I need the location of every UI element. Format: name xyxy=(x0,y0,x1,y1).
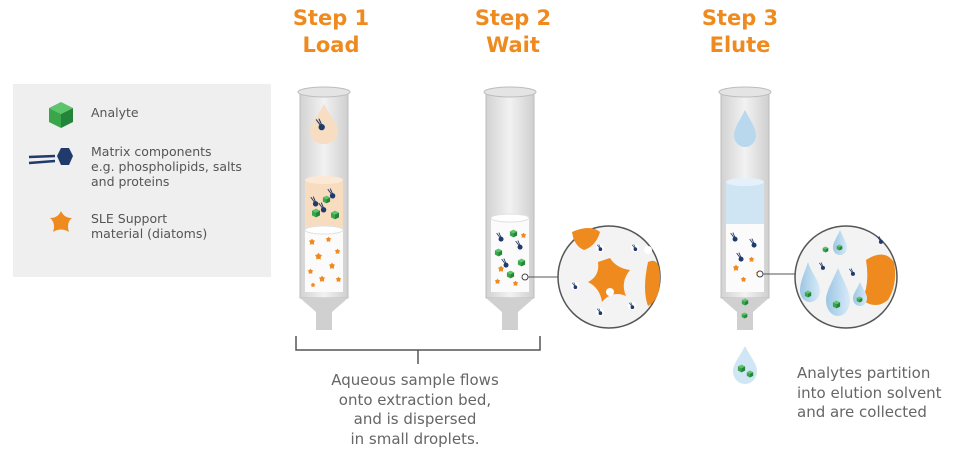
step-1-heading: Step 1 Load xyxy=(261,5,401,59)
legend: Analyte Matrix components e.g. phospholi… xyxy=(13,84,271,277)
step-3-heading: Step 3 Elute xyxy=(670,5,810,59)
legend-support-label: SLE Support material (diatoms) xyxy=(91,211,208,241)
step-1-number: Step 1 xyxy=(292,6,370,30)
step-2-heading: Step 2 Wait xyxy=(443,5,583,59)
step-1-name: Load xyxy=(302,33,360,57)
steps-bracket xyxy=(295,336,541,364)
step-3-number: Step 3 xyxy=(701,6,779,30)
load-caption: Aqueous sample flows onto extraction bed… xyxy=(331,371,499,448)
matrix-component-icon xyxy=(28,148,73,165)
column-step-2 xyxy=(483,86,558,330)
step-2-number: Step 2 xyxy=(474,6,552,30)
legend-analyte-label: Analyte xyxy=(91,105,139,120)
legend-matrix-label: Matrix components e.g. phospholipids, sa… xyxy=(91,144,242,189)
magnified-view-step-3 xyxy=(794,225,898,329)
step-3-name: Elute xyxy=(709,33,771,57)
sle-support-star-icon xyxy=(50,211,72,232)
column-step-3 xyxy=(718,86,795,384)
elute-caption: Analytes partition into elution solvent … xyxy=(797,364,942,421)
column-step-1 xyxy=(297,86,351,330)
analyte-cube-icon xyxy=(49,102,73,128)
step-2-name: Wait xyxy=(486,33,540,57)
magnified-view-step-2 xyxy=(557,225,661,329)
